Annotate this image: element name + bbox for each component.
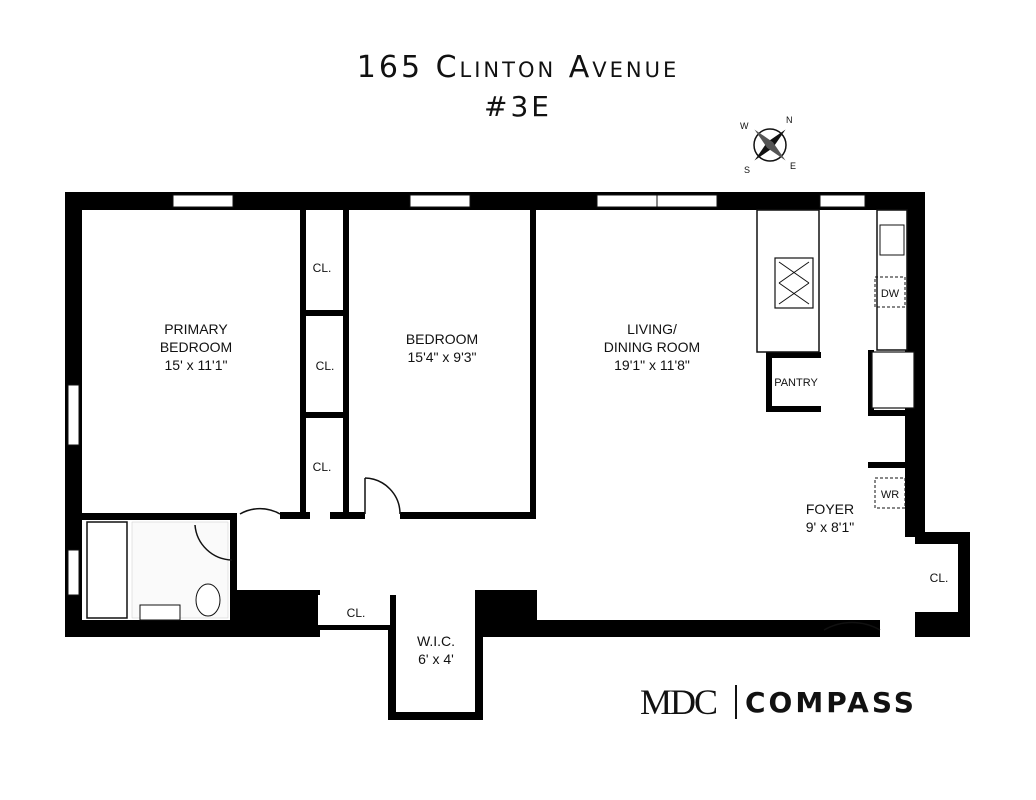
sink-icon [879,224,905,256]
windows [67,194,866,596]
primary-bedroom-label-2: BEDROOM [160,339,232,355]
logo-divider [735,685,737,719]
dishwasher-label: DW [881,288,900,300]
wic-label: W.I.C. [417,633,455,649]
listing-address: 165 Clinton Avenue [356,50,680,85]
compass-north: N [786,115,793,125]
living-label-2: DINING ROOM [604,339,700,355]
bathroom [86,521,229,621]
living-label-1: LIVING/ [627,321,677,337]
compass-west: W [740,121,749,131]
living-dims: 19'1" x 11'8" [614,357,690,373]
dishwasher-icon [874,276,906,308]
closet-label-4: CL. [347,606,366,620]
primary-bedroom-label-1: PRIMARY [164,321,228,337]
exterior-walls [65,192,970,720]
kitchen [756,209,915,509]
closet-label-3: CL. [313,460,332,474]
unit-number: #3E [484,90,552,123]
stove-icon [774,257,814,309]
washer-dryer-label: WR [881,489,899,501]
washer-dryer-icon [874,477,906,509]
compass-east: E [790,161,796,171]
closet-label-2: CL. [316,359,335,373]
primary-bedroom-dims: 15' x 11'1" [165,357,228,373]
interior-walls [82,210,915,630]
mdc-logo: MDC [640,682,718,722]
refrigerator-icon [871,351,915,409]
closet-label-1: CL. [313,261,332,275]
bathtub-icon [86,521,128,619]
compass-rose-icon: N E S W [740,115,796,175]
closet-label-5: CL. [930,571,949,585]
bathroom-sink-icon [139,604,181,621]
wic-dims: 6' x 4' [418,651,454,667]
compass-logo: COMPASS [745,685,917,719]
bedroom-label: BEDROOM [406,331,478,347]
toilet-icon [195,583,221,617]
bedroom-dims: 15'4" x 9'3" [408,349,477,365]
foyer-dims: 9' x 8'1" [806,519,854,535]
pantry-label: PANTRY [774,377,818,389]
door-swings [194,477,881,631]
compass-south: S [744,165,750,175]
foyer-label: FOYER [806,501,854,517]
